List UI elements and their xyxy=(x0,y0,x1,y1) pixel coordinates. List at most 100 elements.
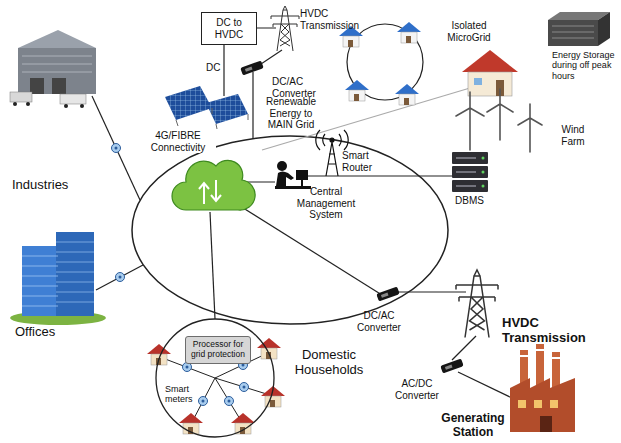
system-label: Central Management System xyxy=(290,186,362,221)
wire xyxy=(458,372,512,398)
large-house xyxy=(468,72,512,96)
group-heading: Domestic Households xyxy=(283,348,375,378)
energy-storage xyxy=(548,12,610,46)
wind-turbine xyxy=(456,89,542,152)
wind-label: Wind Farm xyxy=(553,124,593,147)
smart-meter xyxy=(112,144,121,153)
office-building xyxy=(22,246,58,316)
consumer-label: Offices xyxy=(15,325,85,340)
operator-icon xyxy=(276,172,294,187)
meter-label: Smart meters xyxy=(165,384,195,405)
household-ring: Domestic HouseholdsProcessor for grid pr… xyxy=(155,318,275,438)
network-label: 4G/FIBRE Connectivity xyxy=(140,130,216,153)
router-antenna xyxy=(316,130,348,150)
server-stack xyxy=(482,171,485,174)
cloud-icon xyxy=(172,160,255,210)
node-text: DC to HVDC xyxy=(207,17,251,40)
factory-icon xyxy=(534,400,542,408)
wire xyxy=(92,28,512,398)
wire xyxy=(252,72,253,139)
industry-building xyxy=(10,92,32,102)
consumer-label: Industries xyxy=(12,178,92,193)
router-label: Smart Router xyxy=(342,150,378,173)
factory-icon xyxy=(518,400,526,408)
operator-icon xyxy=(275,186,311,189)
wire xyxy=(308,175,452,176)
industry-building xyxy=(80,104,84,108)
converter-icon xyxy=(376,286,399,301)
energy-storage xyxy=(552,26,594,38)
industry-building xyxy=(18,30,96,48)
converter-icon xyxy=(440,358,463,373)
server-stack xyxy=(482,185,485,188)
wind-turbine xyxy=(456,92,484,150)
energy-storage xyxy=(548,20,598,46)
router-antenna xyxy=(326,142,338,176)
wind-turbine xyxy=(487,89,513,140)
network-ellipse xyxy=(132,136,448,324)
factory-icon xyxy=(550,400,558,408)
industry-building xyxy=(10,30,96,108)
solar-panel xyxy=(165,86,212,120)
operator-icon xyxy=(277,161,287,171)
server-stack xyxy=(456,158,476,186)
tower-label: HVDC Transmission xyxy=(502,316,602,346)
house-icon xyxy=(147,344,171,365)
process-box: DC to HVDC xyxy=(201,12,257,45)
converter-label: DC/AC Converter xyxy=(350,310,408,333)
house-icon xyxy=(231,413,255,434)
solar-panel xyxy=(165,86,248,129)
smart-meter xyxy=(240,383,249,392)
industry-building xyxy=(22,56,92,72)
industry-building xyxy=(52,78,66,94)
energy-storage xyxy=(598,12,610,46)
node-text: Processor for grid protection xyxy=(189,340,247,360)
house-icon xyxy=(179,413,203,434)
wind-turbine xyxy=(518,104,542,152)
converter-icon xyxy=(376,286,399,301)
large-house xyxy=(462,50,518,72)
converter-icon xyxy=(240,60,263,75)
tower-label: HVDC Transmission xyxy=(300,8,370,31)
industry-building xyxy=(64,104,68,108)
microgrid-label: Isolated MicroGrid xyxy=(438,20,500,43)
station-label: Generating Station xyxy=(440,412,506,440)
factory-icon xyxy=(520,350,560,358)
industry-building xyxy=(26,102,30,106)
large-house xyxy=(474,78,482,85)
operator-icon xyxy=(301,180,303,186)
industry-building xyxy=(13,102,17,106)
house-icon xyxy=(395,84,419,105)
processor-box: Processor for grid protection xyxy=(185,336,251,364)
house-icon xyxy=(147,338,285,434)
transmission-tower xyxy=(271,6,299,51)
smart-meter xyxy=(225,397,234,406)
wire xyxy=(210,212,215,319)
house-icon xyxy=(397,22,421,43)
office-building xyxy=(10,232,106,325)
solar-panel xyxy=(176,108,248,129)
factory-icon xyxy=(510,378,575,432)
office-building xyxy=(56,242,94,302)
transmission-tower xyxy=(456,270,498,338)
converter-label: DC/AC Converter xyxy=(272,76,330,99)
industry-building xyxy=(18,48,96,94)
database-label: DBMS xyxy=(455,195,495,207)
factory-icon xyxy=(540,416,552,432)
wire xyxy=(96,265,143,290)
converter-label: AC/DC Converter xyxy=(388,378,446,401)
large-house xyxy=(462,50,518,96)
wire xyxy=(452,336,476,360)
ring-outline xyxy=(156,319,274,437)
house-icon xyxy=(345,80,369,101)
converter-icon xyxy=(440,358,463,373)
smart-meter xyxy=(199,397,208,406)
solar-panel xyxy=(165,86,212,120)
industry-building xyxy=(30,78,44,94)
operator-icon xyxy=(275,161,311,189)
office-building xyxy=(22,256,58,306)
transmission-tower xyxy=(456,270,498,338)
factory-icon xyxy=(510,344,575,432)
storage-label: Energy Storage during off peak hours xyxy=(552,50,616,81)
wire xyxy=(392,291,466,292)
